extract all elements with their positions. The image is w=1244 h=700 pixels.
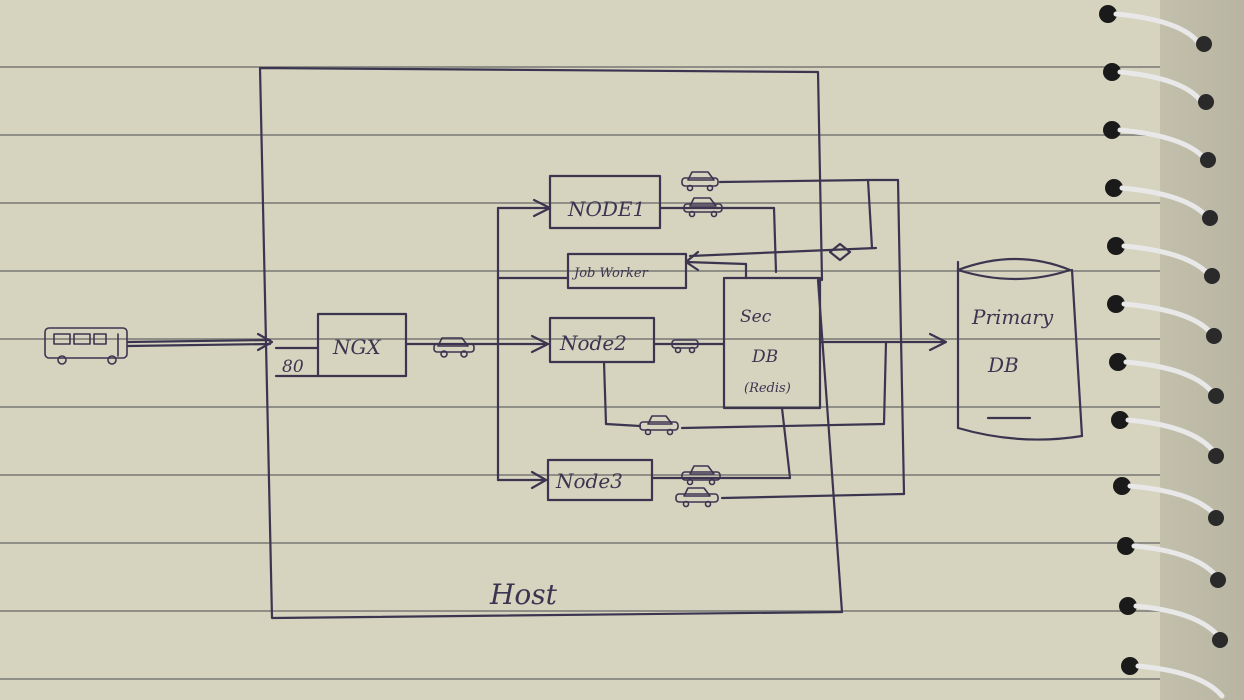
node3-label: Node3 xyxy=(555,469,623,493)
car-icon xyxy=(639,415,679,436)
secondary-db-line3: (Redis) xyxy=(744,381,791,396)
node2-label: Node2 xyxy=(559,331,627,355)
car-icon xyxy=(675,487,719,508)
node1-label: NODE1 xyxy=(567,197,645,221)
primary-db-line2: DB xyxy=(987,353,1019,377)
secondary-db-line2: DB xyxy=(751,347,778,367)
primary-db-line1: Primary xyxy=(971,305,1054,329)
bus-icon xyxy=(44,327,128,365)
job-worker-label: Job Worker xyxy=(571,266,649,281)
nginx-to-nodes-connectors xyxy=(404,198,570,490)
node2-box xyxy=(548,316,656,364)
job-worker-box xyxy=(566,252,688,290)
page-binding-edge xyxy=(1160,0,1244,700)
primary-db-cylinder xyxy=(956,257,1084,441)
car-icon xyxy=(681,171,719,192)
node3-box xyxy=(546,458,654,502)
data-flow-lines xyxy=(602,178,948,500)
car-icon xyxy=(671,339,699,354)
port-label: 80 xyxy=(282,357,304,377)
nginx-label: NGX xyxy=(332,335,381,359)
car-icon xyxy=(683,197,723,218)
car-icon xyxy=(433,337,475,358)
client-to-host-arrow xyxy=(126,332,320,352)
node1-box xyxy=(548,174,662,230)
host-label: Host xyxy=(489,578,558,611)
secondary-db-line1: Sec xyxy=(740,307,772,327)
car-icon xyxy=(681,465,721,486)
spiral-binding-icon xyxy=(1099,5,1228,699)
